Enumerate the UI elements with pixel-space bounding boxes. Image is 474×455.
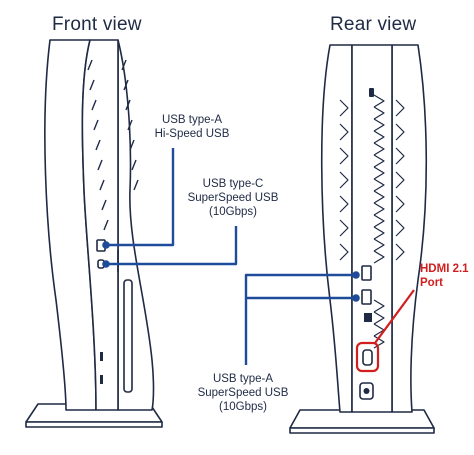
rear-hdmi-port xyxy=(362,349,373,366)
hdmi-highlight xyxy=(355,289,415,373)
label-usb-a-hispeed-line1: USB type-A xyxy=(161,114,223,126)
front-light-bar xyxy=(87,59,139,231)
rear-console xyxy=(289,44,435,434)
label-hdmi-line2: Port xyxy=(420,277,443,289)
label-usb-c-superspeed-line3: (10Gbps) xyxy=(209,206,257,218)
callout-usb-a-hispeed xyxy=(106,148,175,247)
label-usb-a-superspeed: USB type-A SuperSpeed USB (10Gbps) xyxy=(188,372,298,414)
callout-usb-a-superspeed-1 xyxy=(244,273,355,365)
hdmi-highlight-box xyxy=(355,341,380,373)
rear-usb-a-port-2 xyxy=(361,289,372,305)
callout-usb-c-superspeed xyxy=(106,226,238,266)
label-usb-a-hispeed-line2: Hi-Speed USB xyxy=(154,128,230,140)
label-hdmi-port: HDMI 2.1 Port xyxy=(420,262,474,290)
rear-top-marker xyxy=(369,88,374,97)
rear-usb-a-port-1 xyxy=(361,265,372,281)
front-small-button-1 xyxy=(100,352,103,361)
rear-left-wing xyxy=(320,44,353,413)
label-hdmi-line1: HDMI 2.1 xyxy=(420,263,469,275)
label-usb-c-superspeed-line2: SuperSpeed USB xyxy=(187,192,279,204)
callout-lines xyxy=(102,148,360,365)
label-usb-a-superspeed-line2: SuperSpeed USB xyxy=(197,387,289,399)
rear-ethernet-port xyxy=(364,313,372,322)
label-usb-a-superspeed-line1: USB type-A xyxy=(212,373,274,385)
front-console xyxy=(25,39,163,428)
rear-right-wing xyxy=(391,44,428,413)
front-small-button-2 xyxy=(100,375,103,384)
label-usb-a-hispeed: USB type-A Hi-Speed USB xyxy=(142,113,242,141)
label-usb-c-superspeed: USB type-C SuperSpeed USB (10Gbps) xyxy=(178,177,288,219)
hdmi-callout-line xyxy=(374,289,415,344)
front-disc-slot xyxy=(123,279,133,393)
label-usb-c-superspeed-line1: USB type-C xyxy=(202,178,264,190)
front-center-body xyxy=(81,39,119,411)
label-usb-a-superspeed-line3: (10Gbps) xyxy=(219,401,267,413)
rear-view-title: Rear view xyxy=(330,14,417,35)
rear-vent-grille xyxy=(373,94,385,349)
front-view-title: Front view xyxy=(52,14,142,35)
